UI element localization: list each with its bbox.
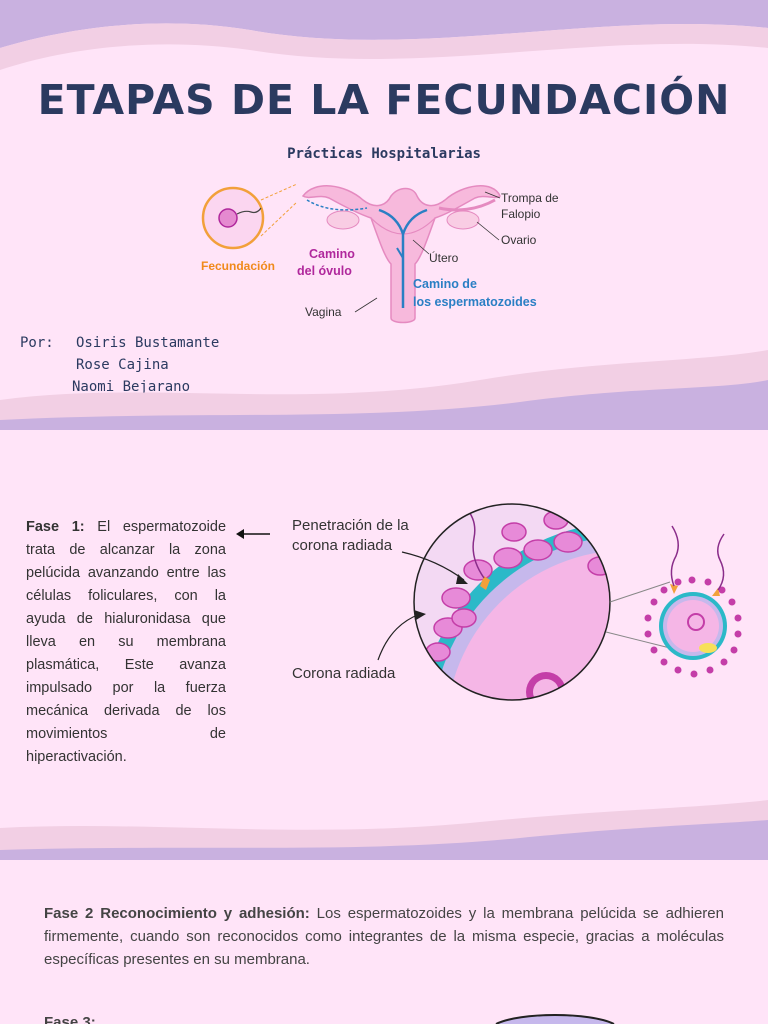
slide-fase-1: Fase 1: El espermatozoide trata de alcan… bbox=[0, 430, 768, 860]
label-vagina: Vagina bbox=[305, 305, 342, 319]
author-name: Rose Cajina bbox=[76, 357, 169, 373]
corona-radiada-diagram: Penetración de la corona radiada Corona … bbox=[292, 503, 742, 701]
page-subtitle: Prácticas Hospitalarias bbox=[287, 146, 481, 162]
label-camino-esp-2: los espermatozoides bbox=[413, 295, 537, 309]
fase1-text: El espermatozoide trata de alcanzar la z… bbox=[26, 519, 227, 765]
fase3-title: Fase 3: bbox=[44, 1014, 96, 1024]
label-penetracion-2: corona radiada bbox=[292, 537, 393, 554]
authors-block: Por: Osiris Bustamante Rose Cajina Naomi … bbox=[20, 332, 219, 398]
label-utero: Útero bbox=[429, 250, 459, 265]
page-title: ETAPAS DE LA FECUNDACIÓN bbox=[37, 76, 731, 124]
fase2-paragraph: Fase 2 Reconocimiento y adhesión: Los es… bbox=[44, 902, 724, 971]
author-name: Naomi Bejarano bbox=[72, 379, 191, 395]
authors-label: Por: bbox=[20, 335, 54, 351]
label-trompa-1: Trompa de bbox=[501, 191, 559, 205]
bottom-wave bbox=[0, 800, 768, 860]
fase1-paragraph: Fase 1: El espermatozoide trata de alcan… bbox=[26, 516, 226, 769]
fase1-title: Fase 1: bbox=[26, 519, 85, 535]
label-camino-ovulo-2: del óvulo bbox=[297, 264, 352, 278]
label-penetracion-1: Penetración de la bbox=[292, 517, 409, 534]
arrow-left-icon bbox=[236, 529, 270, 539]
fase2-title: Fase 2 Reconocimiento y adhesión: bbox=[44, 905, 310, 922]
slide-fase-2: Fase 2 Reconocimiento y adhesión: Los es… bbox=[0, 860, 768, 1024]
bottom-wave bbox=[0, 350, 768, 430]
label-fecundacion: Fecundación bbox=[201, 259, 275, 273]
slide-title: ETAPAS DE LA FECUNDACIÓN Prácticas Hospi… bbox=[0, 0, 768, 430]
oocyte-small-icon bbox=[644, 525, 742, 678]
label-trompa-2: Falopio bbox=[501, 207, 541, 221]
oocyte-partial-icon bbox=[495, 1014, 615, 1024]
label-camino-ovulo-1: Camino bbox=[309, 247, 355, 261]
reproductive-diagram: Fecundación Camino del óvulo Trompa de F… bbox=[201, 183, 559, 324]
label-ovario: Ovario bbox=[501, 233, 537, 247]
author-name: Osiris Bustamante bbox=[76, 335, 220, 351]
label-corona: Corona radiada bbox=[292, 665, 396, 682]
label-camino-esp-1: Camino de bbox=[413, 277, 477, 291]
top-wave bbox=[0, 0, 768, 70]
fase2-text: Los espermatozoides y la membrana pelúci… bbox=[44, 905, 724, 968]
